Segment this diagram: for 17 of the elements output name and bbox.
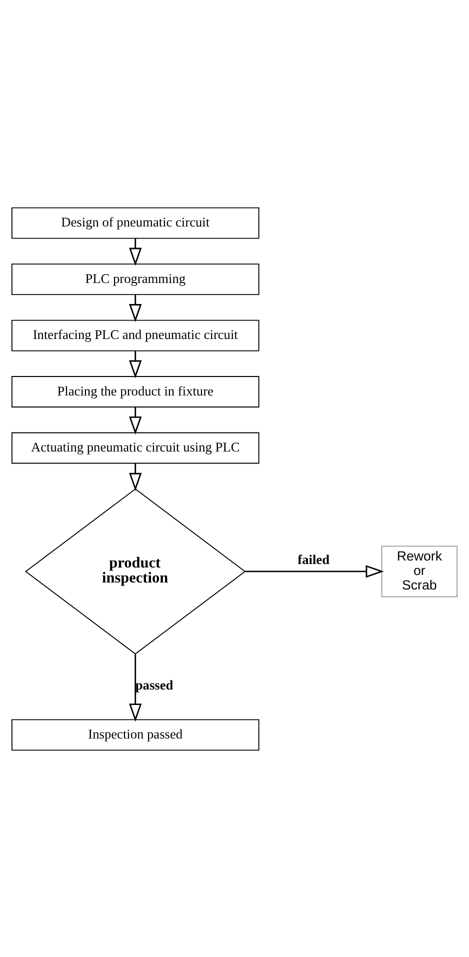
edge-label: passed: [135, 676, 174, 692]
arrow: [129, 238, 142, 266]
arrow: [129, 406, 142, 434]
arrow: [129, 350, 142, 378]
node-box: Inspection passed: [11, 718, 260, 750]
arrow: [245, 564, 384, 578]
edge-label: failed: [298, 552, 330, 567]
node-box: Actuating pneumatic circuit using PLC: [11, 432, 260, 464]
node-box: Interfacing PLC and pneumatic circuit: [11, 319, 260, 351]
arrow: [129, 654, 142, 722]
node-diamond: product inspection: [24, 488, 246, 654]
node-box: PLC programming: [11, 263, 260, 295]
node-box: Rework or Scrab: [381, 545, 458, 597]
node-box: Design of pneumatic circuit: [11, 206, 260, 238]
arrow: [129, 462, 142, 491]
arrow: [129, 294, 142, 322]
node-box: Placing the product in fixture: [11, 376, 260, 408]
